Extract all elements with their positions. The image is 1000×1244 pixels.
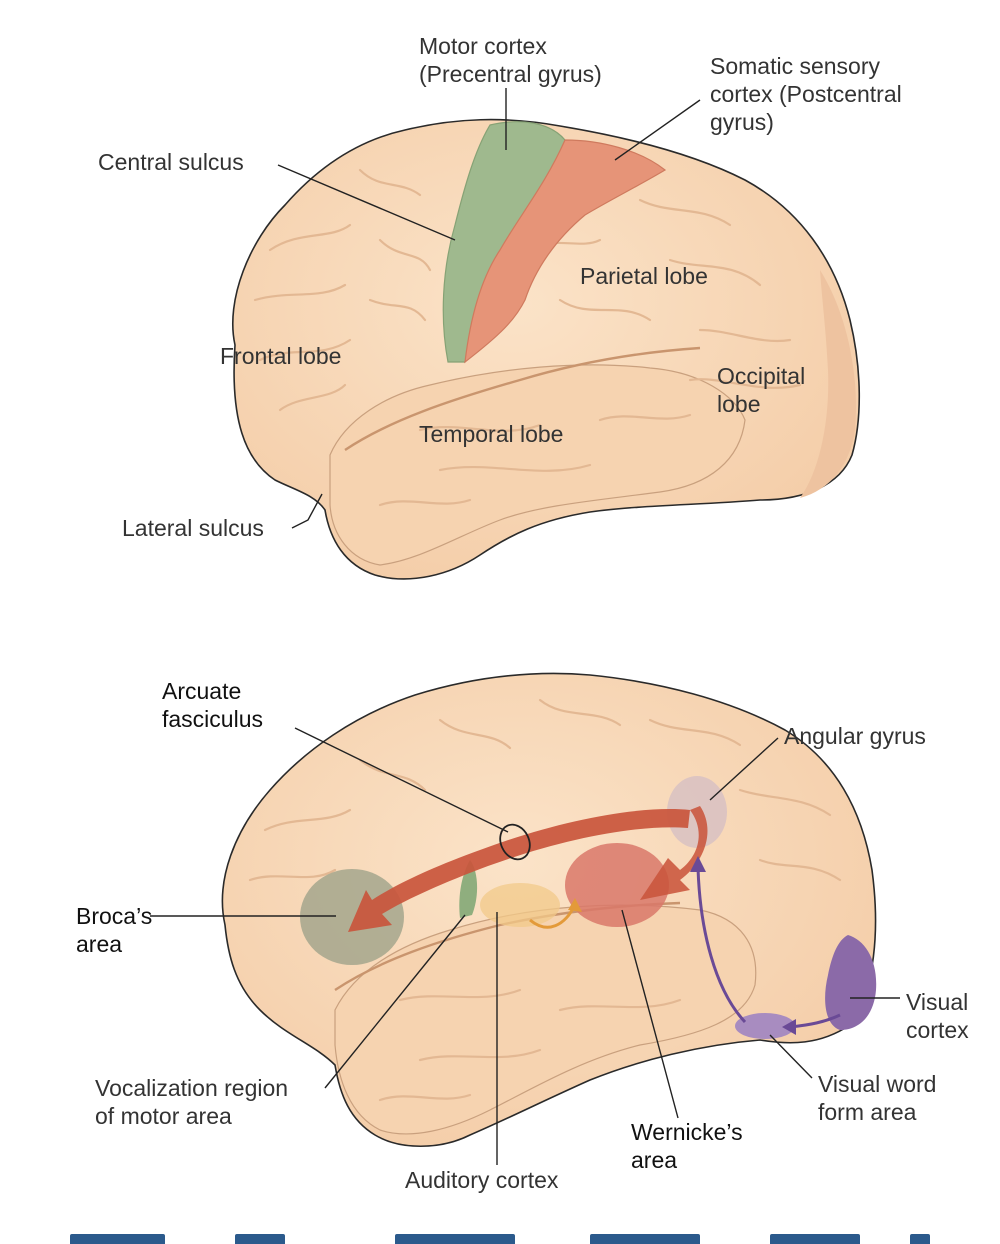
leader-arcuate-fasciculus — [294, 727, 509, 833]
brocas-area-region — [300, 869, 404, 965]
top-lateral-sulcus-line — [344, 346, 701, 451]
leader-lateral-sulcus — [291, 493, 323, 529]
bottom-brain — [221, 672, 877, 1147]
wordform-to-angular-arrowhead — [690, 856, 706, 872]
label-arcuate-fasciculus: Arcuate fasciculus — [162, 678, 263, 732]
label-parietal-lobe: Parietal lobe — [580, 263, 708, 289]
leader-somatic-sensory — [614, 99, 701, 161]
vocalization-strip — [459, 860, 478, 918]
cropped-figure-caption — [70, 1232, 930, 1244]
label-lateral-sulcus: Lateral sulcus — [122, 515, 264, 541]
bottom-gyri-texture — [248, 698, 842, 1102]
arcuate-fasciculus-marker — [499, 823, 531, 861]
label-somatic-sensory-cortex: Somatic sensory cortex (Postcentral gyru… — [710, 53, 902, 135]
label-frontal-lobe: Frontal lobe — [220, 343, 342, 369]
top-leader-lines — [277, 88, 701, 529]
visual-to-wordform-arrowhead — [782, 1019, 796, 1035]
bottom-leader-lines — [150, 727, 900, 1165]
leader-vocalization-region — [324, 914, 466, 1089]
wernickes-area-region — [565, 843, 669, 927]
arcuate-fasciculus-arrow — [348, 809, 690, 932]
top-occipital-shadow — [800, 270, 856, 498]
arcuate-return-arrow — [640, 806, 708, 900]
label-temporal-lobe: Temporal lobe — [419, 421, 564, 447]
auditory-cortex-region — [480, 883, 560, 927]
leader-wernickes-area — [621, 909, 679, 1119]
label-brocas-area: Broca’s area — [76, 903, 153, 957]
top-temporal-lobe — [329, 364, 746, 566]
leader-central-sulcus — [277, 164, 456, 241]
visual-cortex-region — [825, 935, 877, 1030]
label-wernickes-area: Wernicke’s area — [631, 1119, 743, 1173]
label-auditory-cortex: Auditory cortex — [405, 1167, 559, 1193]
bottom-temporal-lobe — [334, 904, 757, 1135]
label-visual-word-form-area: Visual word form area — [818, 1071, 937, 1125]
top-somatic-sensory-cortex — [464, 139, 667, 364]
top-brain — [231, 118, 861, 580]
label-vocalization-region: Vocalization region of motor area — [95, 1075, 289, 1129]
label-motor-cortex: Motor cortex (Precentral gyrus) — [419, 33, 602, 87]
wordform-to-angular-arrow — [696, 867, 747, 1024]
label-angular-gyrus: Angular gyrus — [784, 723, 926, 749]
leader-angular-gyrus — [709, 737, 779, 801]
auditory-arrowhead — [568, 898, 582, 912]
label-occipital-lobe: Occipital lobe — [717, 363, 806, 417]
label-visual-cortex: Visual cortex — [906, 989, 969, 1043]
leader-visual-word-form — [769, 1034, 813, 1079]
visual-word-form-region — [735, 1013, 795, 1039]
label-central-sulcus: Central sulcus — [98, 149, 244, 175]
